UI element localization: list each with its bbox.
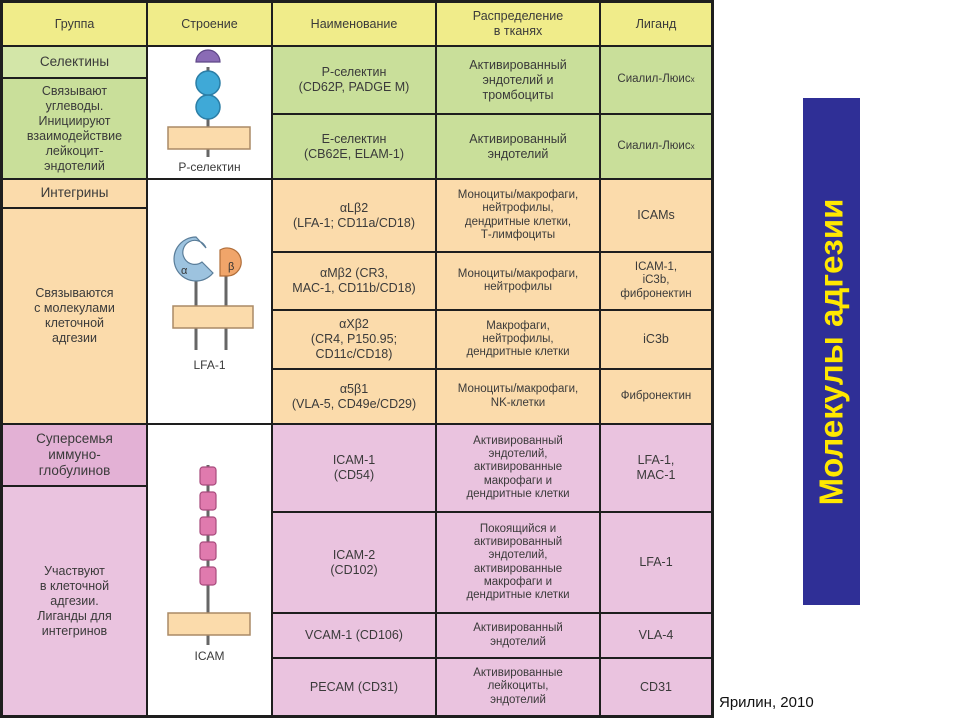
selectin-row-1-name: Р-селектин (CD62P, PADGE M) [273,47,435,113]
alpha-subunit-icon [173,236,214,282]
citation: Ярилин, 2010 [719,694,814,711]
icam-label: ICAM [194,649,225,663]
alpha-symbol: α [181,265,188,277]
integrins-structure-cell: α β LFA-1 [148,180,271,423]
ig-superfamily-description: Участвуют в клеточной адгезии. Лиганды д… [3,487,146,715]
ligand-text: Сиалил-Люис [617,73,691,86]
integrin-row-4-distribution: Моноциты/макрофаги, NK-клетки [437,370,599,423]
integrin-name-sub: (LFA-1; CD11a/CD18) [292,215,416,230]
ig-domains-icon [199,466,217,586]
p-selectin-diagram [167,49,251,157]
ig-row-2-distribution: Покоящийся и активированный эндотелий, а… [437,513,599,612]
integrin-name-sub: (VLA-5, CD49e/CD29) [291,396,417,411]
ligand-sup: x [690,75,695,85]
side-title: Молекулы адгезии [812,198,850,505]
selectins-title: Селектины [3,47,146,77]
selectins-description: Связывают углеводы. Инициируют взаимодей… [3,79,146,178]
header-structure: Строение [148,3,271,45]
ig-row-1-distribution: Активированный эндотелий, активированные… [437,425,599,511]
icam-diagram [167,465,251,645]
lfa1-diagram: α β [172,236,254,350]
header-ligand: Лиганд [601,3,711,45]
ig-row-1-name: ICAM-1 (CD54) [273,425,435,511]
ligand-sup: x [690,141,695,151]
integrin-name-main: αMβ2 (CR3, [320,266,388,280]
integrin-name-main: α5β1 [339,381,369,396]
integrin-row-2-ligand: ICAM-1, iC3b, фибронектин [601,253,711,309]
beta-symbol: β [228,261,234,273]
integrin-name-main: αXβ2 [339,317,369,331]
egf-domain-icon [195,70,221,96]
header-distribution: Распределение в тканях [437,3,599,45]
header-group: Группа [3,3,146,45]
integrin-row-1-ligand: ICAMs [601,180,711,251]
ig-row-4-distribution: Активированные лейкоциты, эндотелий [437,659,599,715]
integrin-name-sub: (CR4, P150.95; CD11c/CD18) [310,332,398,361]
integrin-name-sub: MAC-1, CD11b/CD18) [292,281,416,295]
integrin-row-2-name: αMβ2 (CR3, MAC-1, CD11b/CD18) [273,253,435,309]
selectin-row-2-name: Е-селектин (CB62E, ELAM-1) [273,115,435,178]
integrin-row-1-distribution: Моноциты/макрофаги, нейтрофилы, дендритн… [437,180,599,251]
integrin-name-main: αLβ2 [339,200,369,215]
ig-row-1-ligand: LFA-1, MAC-1 [601,425,711,511]
integrin-row-3-distribution: Макрофаги, нейтрофилы, дендритные клетки [437,311,599,368]
ig-row-3-distribution: Активированный эндотелий [437,614,599,657]
ig-row-4-name: PECAM (CD31) [273,659,435,715]
side-title-panel: Молекулы адгезии [803,98,860,605]
beta-subunit-icon [219,247,242,277]
integrins-description: Связываются с молекулами клеточной адгез… [3,209,146,423]
ig-row-4-ligand: CD31 [601,659,711,715]
integrin-row-3-name: αXβ2 (CR4, P150.95; CD11c/CD18) [273,311,435,368]
selectin-row-1-distribution: Активированный эндотелий и тромбоциты [437,47,599,113]
ig-structure-cell: ICAM [148,425,271,715]
integrin-row-3-ligand: iC3b [601,311,711,368]
ig-row-3-ligand: VLA-4 [601,614,711,657]
crp-domain-icon [195,49,221,63]
integrin-row-4-ligand: Фибронектин [601,370,711,423]
lfa1-label: LFA-1 [193,358,226,372]
integrin-row-4-name: α5β1 (VLA-5, CD49e/CD29) [273,370,435,423]
lectin-domain-icon [195,94,221,120]
integrin-row-1-name: αLβ2 (LFA-1; CD11a/CD18) [273,180,435,251]
ig-row-3-name: VCAM-1 (CD106) [273,614,435,657]
p-selectin-label: Р-селектин [178,159,241,174]
integrins-title: Интегрины [3,180,146,207]
selectin-row-2-distribution: Активированный эндотелий [437,115,599,178]
selectins-structure-cell: Р-селектин [148,47,271,178]
ig-row-2-ligand: LFA-1 [601,513,711,612]
ig-superfamily-title: Суперсемья иммуно- глобулинов [3,425,146,485]
adhesion-molecules-table: Группа Строение Наименование Распределен… [0,0,714,718]
ig-row-2-name: ICAM-2 (CD102) [273,513,435,612]
integrin-row-2-distribution: Моноциты/макрофаги, нейтрофилы [437,253,599,309]
header-name: Наименование [273,3,435,45]
ligand-text: Сиалил-Люис [617,139,691,152]
